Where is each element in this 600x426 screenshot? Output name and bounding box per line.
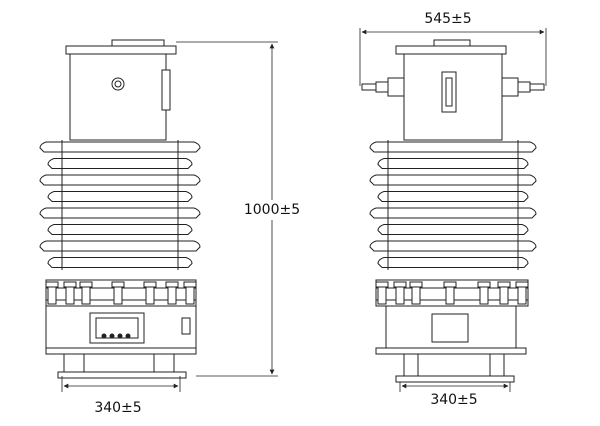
front-top-box [65, 39, 177, 141]
insulator-shed [47, 224, 193, 235]
bolt-head [477, 281, 491, 288]
front-feet [57, 353, 187, 379]
bolt-head [375, 281, 389, 288]
insulator-shed [47, 257, 193, 268]
bolt-head [393, 281, 407, 288]
insulator-shed [369, 240, 537, 252]
insulator-shed [369, 207, 537, 219]
insulator-shed [39, 240, 201, 252]
side-terminal-left [361, 77, 405, 97]
side-feet [395, 353, 515, 383]
insulator-shed [377, 158, 529, 169]
bolt-head [143, 281, 157, 288]
side-insulator-sheds [369, 141, 537, 268]
bolt-head [497, 281, 511, 288]
bolt-head [443, 281, 457, 288]
insulator-shed [47, 158, 193, 169]
terminal-span-label: 545±5 [424, 11, 471, 27]
insulator-shed [377, 191, 529, 202]
insulator-shed [377, 224, 529, 235]
front-base-box [45, 305, 197, 355]
side-flange-bolts [375, 281, 529, 305]
side-base-box [375, 305, 527, 355]
bolt-head [45, 281, 59, 288]
bolt-head [63, 281, 77, 288]
bolt-head [111, 281, 125, 288]
side-terminal-right [501, 77, 545, 97]
insulator-shed [377, 257, 529, 268]
front-view [39, 39, 201, 379]
front-flange-bolts [45, 281, 197, 305]
side-width-dimension [399, 382, 511, 392]
side-view [361, 39, 545, 383]
bolt-head [409, 281, 423, 288]
insulator-shed [369, 174, 537, 186]
insulator-shed [39, 141, 201, 153]
front-insulator-sheds [39, 141, 201, 268]
bolt-head [79, 281, 93, 288]
side-width-label: 340±5 [430, 392, 477, 408]
bolt-head [515, 281, 529, 288]
insulator-shed [39, 174, 201, 186]
insulator-shed [47, 191, 193, 202]
insulator-shed [39, 207, 201, 219]
side-top-box [395, 39, 507, 141]
terminal-span-dimension [359, 28, 547, 86]
bolt-head [165, 281, 179, 288]
insulator-shed [369, 141, 537, 153]
front-width-label: 340±5 [94, 400, 141, 416]
bolt-head [183, 281, 197, 288]
front-width-dimension [61, 376, 181, 392]
height-label: 1000±5 [244, 202, 300, 218]
